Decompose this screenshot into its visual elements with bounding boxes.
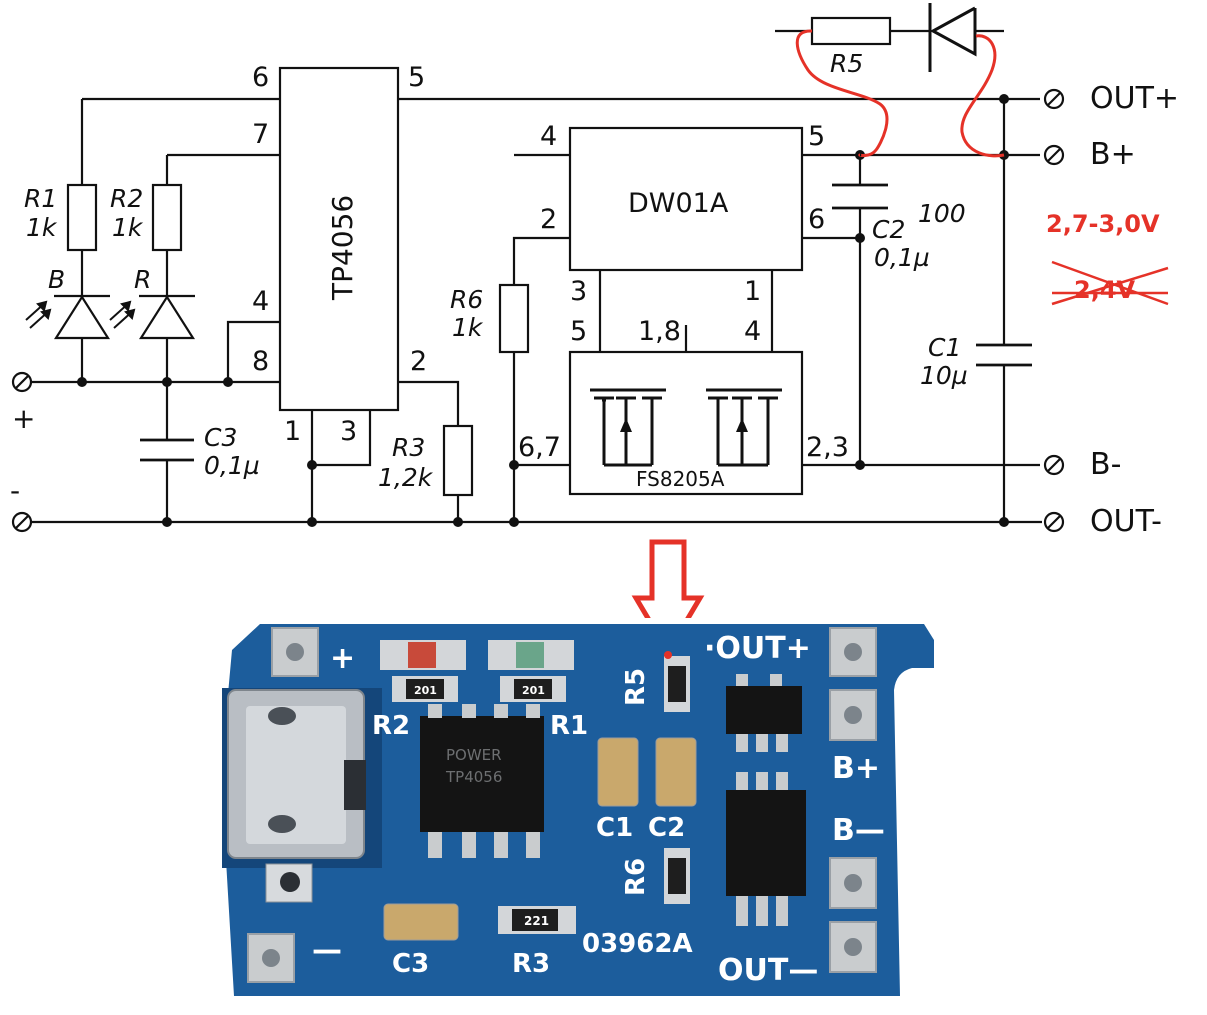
board-r2-label: R2 xyxy=(372,711,410,741)
r3-label: R3 xyxy=(392,433,425,462)
resistors xyxy=(66,16,892,497)
board-leds xyxy=(380,640,574,670)
c3-value: 0,1µ xyxy=(204,451,260,480)
r5-highlight-dot xyxy=(664,651,672,659)
dw01a-label: DW01A xyxy=(628,188,729,219)
c2-value: 0,1µ xyxy=(874,243,930,272)
c1-value: 10µ xyxy=(920,361,968,390)
r2-body xyxy=(151,183,183,252)
tp-pin-4: 4 xyxy=(252,286,269,317)
terminals xyxy=(11,88,1065,533)
board-dw01a-chip xyxy=(726,674,802,752)
led-b-label: B xyxy=(48,265,65,294)
r6-value: 1k xyxy=(452,313,484,342)
tp-pin-7: 7 xyxy=(252,119,269,150)
r5-label: R5 xyxy=(830,49,863,78)
r3-value: 1,2k xyxy=(378,463,434,492)
fs8205a-label: FS8205A xyxy=(636,467,725,491)
board-plus-label: + xyxy=(330,641,355,676)
board-code-label: 03962A xyxy=(582,929,693,959)
board-b-minus-label: B— xyxy=(832,813,885,848)
top-diode xyxy=(928,3,977,72)
tp-pin-6: 6 xyxy=(252,62,269,93)
board-r1-label: R1 xyxy=(550,711,588,741)
out-minus-label: OUT- xyxy=(1090,504,1162,539)
tp-pin-8: 8 xyxy=(252,346,269,377)
board-capacitors xyxy=(383,737,697,941)
board-c3-label: C3 xyxy=(392,949,429,979)
c2-note: 100 xyxy=(918,199,966,228)
board-resistors xyxy=(392,656,690,934)
c2-label: C2 xyxy=(872,215,905,244)
fs-pin-6-7: 6,7 xyxy=(518,432,561,463)
board-tp4056-chip xyxy=(420,704,544,858)
pcb-pads xyxy=(247,627,877,983)
board-chip-label: TP4056 xyxy=(445,768,502,786)
board-out-plus-label: ·OUT+ xyxy=(704,631,811,666)
fs-pin-4: 4 xyxy=(744,316,761,347)
usb-connector xyxy=(227,689,366,903)
board-r3-label: R3 xyxy=(512,949,550,979)
r2-label: R2 xyxy=(110,184,143,213)
dw-pin-4: 4 xyxy=(540,121,557,152)
board-r-code-2: 201 xyxy=(522,684,545,697)
led-symbols xyxy=(53,294,196,340)
tp-pin-1: 1 xyxy=(284,416,301,447)
board-chip-brand: POWER xyxy=(446,746,502,764)
pad-holes xyxy=(262,643,862,967)
tp-pin-2: 2 xyxy=(410,346,427,377)
r1-body xyxy=(66,183,98,252)
c3-label: C3 xyxy=(204,423,237,452)
board-b-plus-label: B+ xyxy=(832,751,880,786)
red-annotation-wire xyxy=(795,29,1005,158)
board-r5-label: R5 xyxy=(621,668,651,706)
voltage-new-label: 2,7-3,0V xyxy=(1046,210,1160,238)
r1-value: 1k xyxy=(26,213,58,242)
dw-pin-6: 6 xyxy=(808,204,825,235)
tp-pin-3: 3 xyxy=(340,416,357,447)
r6-label: R6 xyxy=(450,285,483,314)
board-c1-label: C1 xyxy=(596,813,633,843)
board-r-code-3: 221 xyxy=(524,914,549,928)
board-minus-label: — xyxy=(312,933,342,968)
fs-pin-5: 5 xyxy=(570,316,587,347)
junction-dots xyxy=(77,94,1009,527)
r2-value: 1k xyxy=(112,213,144,242)
tp4056-body xyxy=(278,66,400,412)
board-r-code-1: 201 xyxy=(414,684,437,697)
led-b-triangle xyxy=(53,294,111,340)
b-minus-label: B- xyxy=(1090,447,1121,482)
dw01a-body xyxy=(568,126,804,272)
tp4056-label: TP4056 xyxy=(326,195,359,301)
board-r6-label: R6 xyxy=(621,858,651,896)
dw-pin-5: 5 xyxy=(808,121,825,152)
fs-pin-2-3: 2,3 xyxy=(806,432,849,463)
board-out-minus-label: OUT— xyxy=(718,953,818,988)
c1-label: C1 xyxy=(928,333,961,362)
voltage-old-strikeout xyxy=(1051,260,1169,306)
board-c2-label: C2 xyxy=(648,813,685,843)
r6-body xyxy=(498,283,530,354)
b-plus-label: B+ xyxy=(1090,137,1136,172)
out-plus-label: OUT+ xyxy=(1090,81,1179,116)
capacitors xyxy=(140,183,1032,462)
fs8205a-body xyxy=(568,350,804,496)
led-r-label: R xyxy=(134,265,151,294)
led-r-triangle xyxy=(138,294,196,340)
board-fs8205a-chip xyxy=(726,772,806,926)
mosfet-arrows xyxy=(620,418,748,432)
ic-bodies xyxy=(278,66,804,496)
r1-label: R1 xyxy=(24,184,57,213)
input-minus-label: - xyxy=(10,474,20,507)
fs-pin-1-8: 1,8 xyxy=(638,316,681,347)
led-arrows xyxy=(25,300,136,329)
input-plus-label: + xyxy=(12,402,35,435)
r3-body xyxy=(442,424,474,497)
dw-pin-1: 1 xyxy=(744,276,761,307)
tp-pin-5: 5 xyxy=(408,62,425,93)
dw-pin-2: 2 xyxy=(540,204,557,235)
r5-body xyxy=(810,16,892,46)
dw-pin-3: 3 xyxy=(570,276,587,307)
